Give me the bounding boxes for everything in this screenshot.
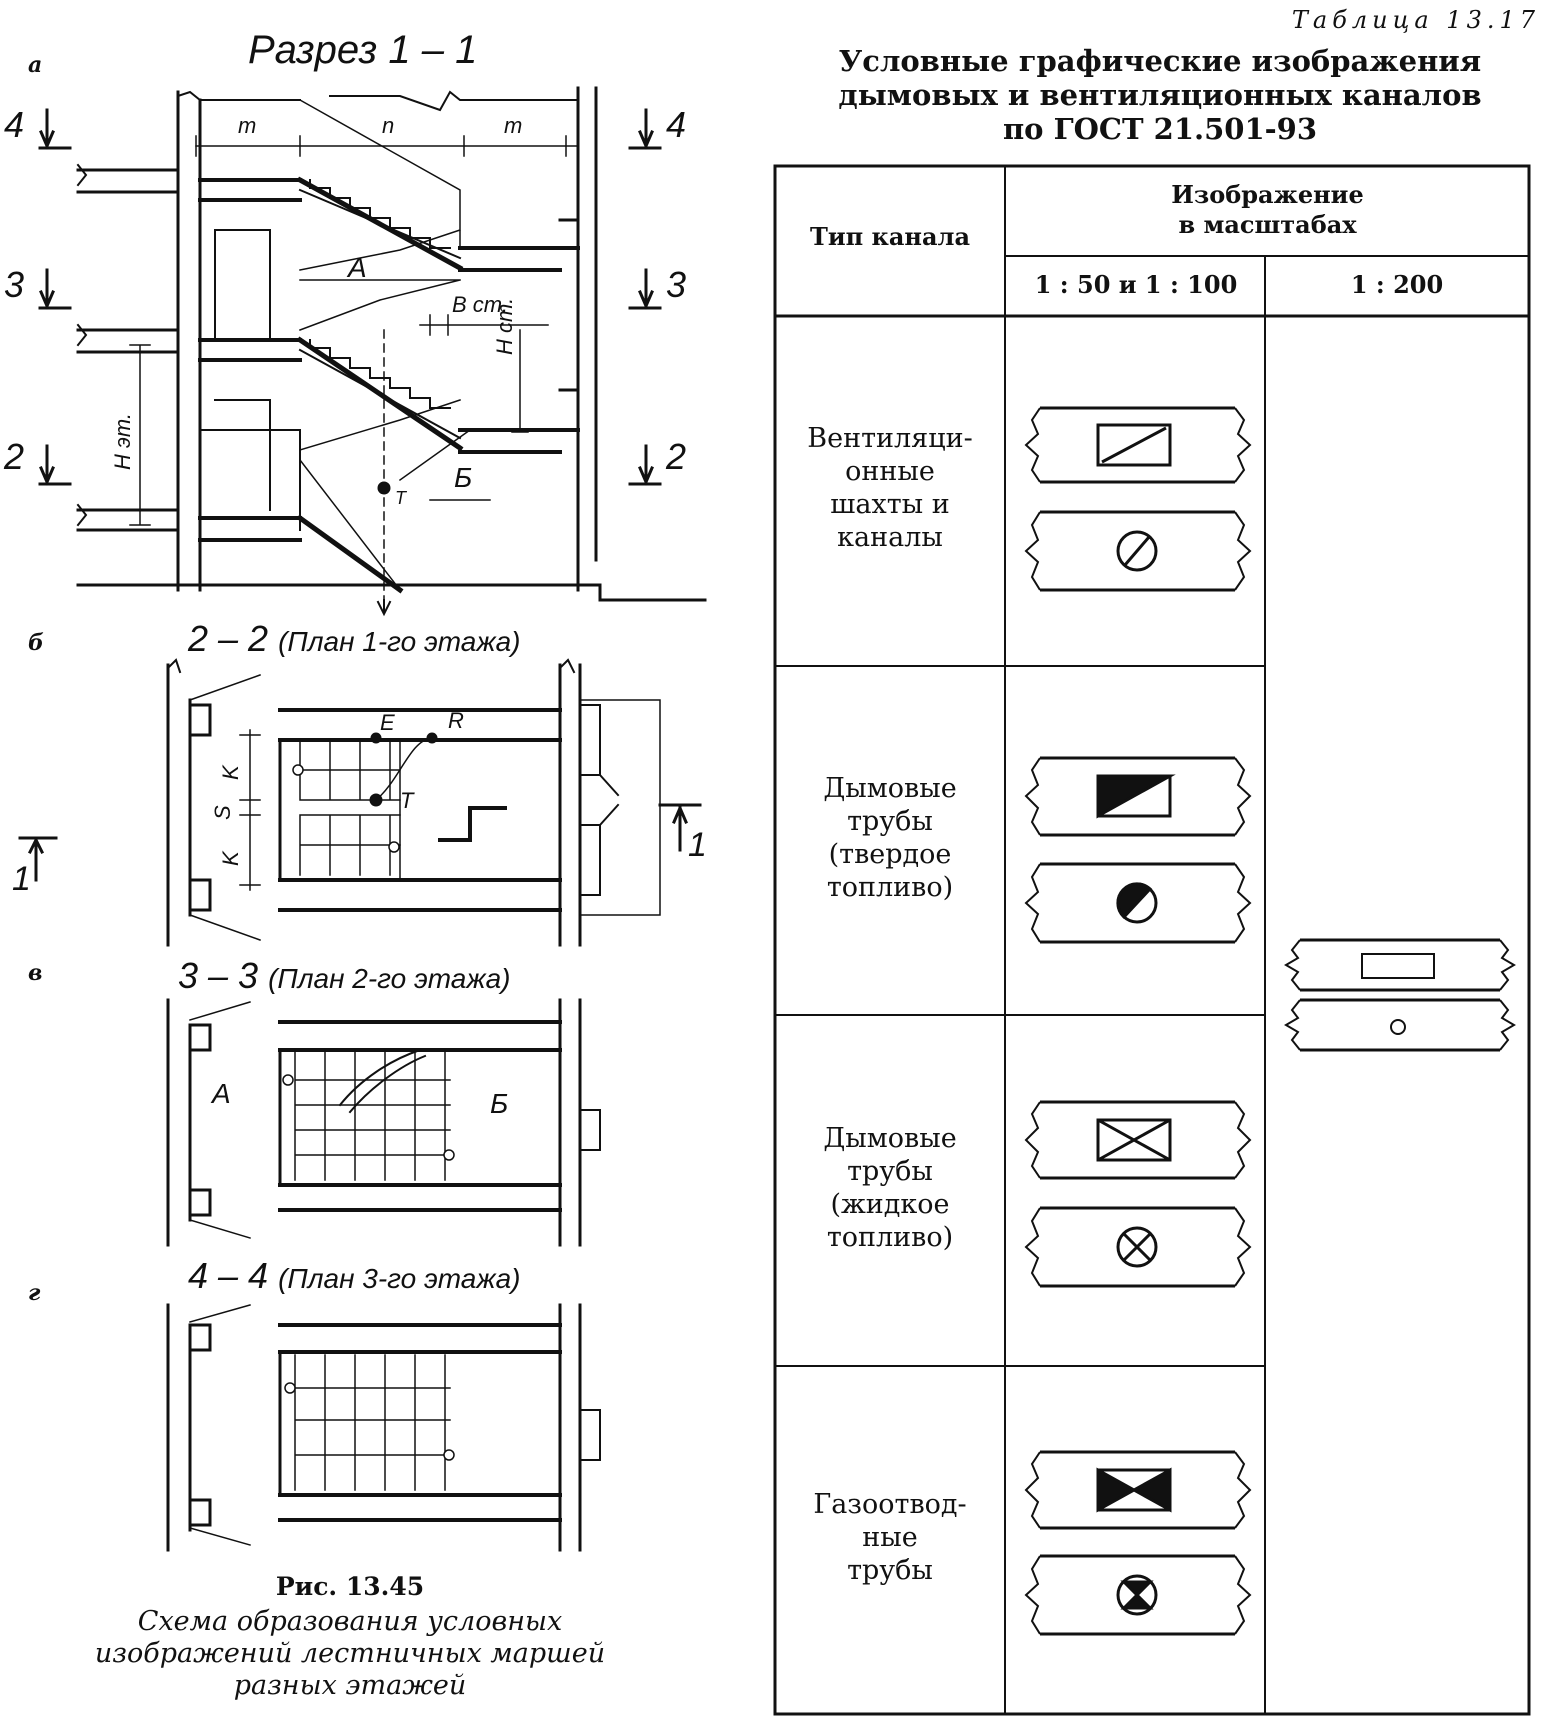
cut-1-right: 1	[688, 826, 707, 864]
level-3-right: 3	[666, 264, 687, 305]
plan-3-title: 4 – 4 (План 3-го этажа)	[188, 1255, 521, 1297]
label-T-section: T	[395, 488, 406, 508]
plan-2-label-B: Б	[490, 1088, 509, 1119]
circle-half-filled-icon	[1116, 882, 1158, 924]
figure-caption: Схема образования условных изображений л…	[20, 1606, 680, 1702]
panel-letter-v: в	[28, 960, 43, 986]
plan-2-title: 3 – 3 (План 2-го этажа)	[178, 955, 511, 997]
header-image-line-1: Изображение	[1171, 180, 1364, 209]
dim-m-right: m	[504, 113, 523, 138]
row-3-line-1: Дымовые	[823, 1123, 957, 1154]
header-scale-200: 1 : 200	[1350, 270, 1444, 299]
plan-1-title-sub: (План 1-го этажа)	[278, 626, 521, 657]
row-1-line-3: шахты и	[830, 489, 950, 520]
plan-1-title: 2 – 2 (План 1-го этажа)	[188, 618, 521, 660]
row-1-label: Вентиляци- онные шахты и каналы	[780, 422, 1000, 554]
header-scale-50-100: 1 : 50 и 1 : 100	[1034, 270, 1238, 299]
level-3-left: 3	[4, 264, 25, 305]
row-4-label: Газоотвод- ные трубы	[780, 1488, 1000, 1587]
table-title-line-1: Условные графические изображения	[838, 44, 1482, 78]
cut-1-left: 1	[12, 860, 31, 898]
row-4-line-3: трубы	[847, 1555, 933, 1586]
label-B-section: Б	[454, 462, 473, 493]
rect-slash-icon	[1096, 423, 1172, 467]
figure-drawing	[18, 86, 707, 1552]
row-4-line-2: ные	[862, 1522, 918, 1553]
row-2-line-3: (твердое	[828, 839, 952, 870]
caption-line-1: Схема образования условных	[137, 1606, 563, 1637]
section-title: Разрез 1 – 1	[248, 28, 478, 72]
row-2-label: Дымовые трубы (твердое топливо)	[780, 772, 1000, 904]
table-title-line-3: по ГОСТ 21.501-93	[1002, 112, 1318, 146]
row-3-line-2: трубы	[847, 1156, 933, 1187]
row-3-symbols	[1024, 1100, 1252, 1288]
label-B-st: B ст.	[452, 292, 508, 317]
rect-bowtie-icon	[1096, 1467, 1172, 1513]
plan-2-title-num: 3 – 3	[178, 955, 259, 996]
row-3-line-3: (жидкое	[830, 1189, 950, 1220]
plan-1-drawing	[18, 658, 702, 947]
header-image-line-2: в масштабах	[1178, 210, 1357, 239]
small-scale-symbols	[1284, 938, 1516, 1052]
panel-letter-b: б	[28, 630, 44, 656]
label-E: E	[380, 710, 395, 735]
circle-cross-icon	[1116, 1226, 1158, 1268]
rect-empty-icon	[1361, 953, 1435, 979]
level-4-right: 4	[666, 104, 687, 145]
row-4-line-1: Газоотвод-	[813, 1489, 967, 1520]
caption-line-2: изображений лестничных маршей	[94, 1638, 606, 1669]
row-1-line-4: каналы	[837, 522, 943, 553]
table-number: Таблица 13.17	[1291, 6, 1540, 34]
plan-2-drawing	[166, 998, 601, 1247]
plan-3-drawing	[166, 1303, 601, 1552]
row-1-symbols	[1024, 406, 1252, 592]
dim-n: n	[382, 113, 395, 138]
row-2-line-2: трубы	[847, 806, 933, 837]
panel-letter-g: г	[28, 1280, 41, 1306]
label-A: А	[348, 252, 367, 283]
row-3-label: Дымовые трубы (жидкое топливо)	[780, 1122, 1000, 1254]
header-image-scale: Изображение в масштабах	[1010, 180, 1525, 240]
rect-cross-icon	[1096, 1118, 1172, 1162]
panel-letter-a: а	[28, 52, 43, 78]
row-1-line-2: онные	[845, 456, 935, 487]
level-2-left: 2	[4, 436, 25, 477]
row-4-symbols	[1024, 1450, 1252, 1636]
level-4-left: 4	[4, 104, 25, 145]
circle-bowtie-icon	[1116, 1574, 1158, 1616]
row-2-line-1: Дымовые	[823, 773, 957, 804]
plan-2-label-A: А	[212, 1078, 231, 1109]
plan-1-title-num: 2 – 2	[188, 618, 269, 659]
label-R: R	[448, 708, 464, 733]
figure-caption-number: Рис. 13.45	[275, 1572, 425, 1601]
plan-3-title-num: 4 – 4	[188, 1255, 269, 1296]
row-2-symbols	[1024, 756, 1252, 944]
header-channel-type: Тип канала	[809, 222, 971, 251]
caption-line-3: разных этажей	[233, 1670, 467, 1701]
row-3-line-4: топливо)	[826, 1222, 954, 1253]
table-title-line-2: дымовых и вентиляционных каналов	[838, 78, 1482, 112]
circle-slash-icon	[1116, 530, 1158, 572]
table-title: Условные графические изображения дымовых…	[780, 44, 1540, 146]
row-1-line-1: Вентиляци-	[807, 423, 973, 454]
circle-empty-icon	[1390, 1019, 1406, 1035]
section-1-1-drawing	[38, 86, 707, 617]
plan-3-title-sub: (План 3-го этажа)	[278, 1263, 521, 1294]
dim-m-left: m	[238, 113, 257, 138]
level-2-right: 2	[666, 436, 687, 477]
plan-2-title-sub: (План 2-го этажа)	[268, 963, 511, 994]
rect-half-filled-icon	[1096, 774, 1176, 819]
label-T-plan: T	[400, 788, 414, 813]
row-2-line-4: топливо)	[826, 872, 954, 903]
